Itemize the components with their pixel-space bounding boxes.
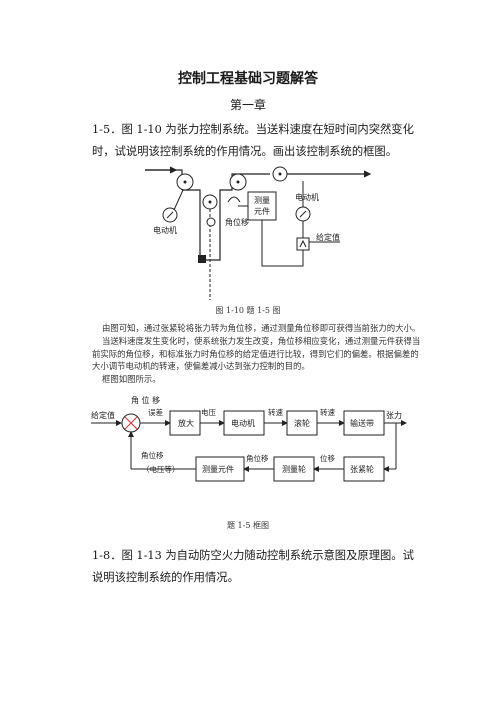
amp-label: 放大: [178, 418, 194, 428]
displacement-label: 位移: [320, 453, 335, 463]
conveyor-label: 输送带: [350, 418, 374, 428]
speed-label-2: 转速: [320, 407, 335, 417]
chapter-heading: 第一章: [229, 98, 266, 112]
top-angle-label: 角 位 移: [131, 395, 160, 405]
angle-disp-label: 角位移: [225, 217, 249, 227]
weight-block: [198, 255, 206, 263]
para-line-2: 当送料速度发生变化时，使系统张力发生改变，角位移相应变化，通过测量元件获得当前实…: [92, 335, 421, 372]
comparator-box: [296, 237, 310, 251]
left-motor-label: 电动机: [153, 225, 177, 235]
measure-label-2: 元件: [254, 206, 270, 216]
roller-label: 滚轮: [294, 418, 310, 428]
roller-block: [286, 410, 318, 436]
angle-mid-label: 角位移: [246, 453, 269, 463]
conveyor-block: [343, 410, 385, 436]
error-label: 误差: [148, 407, 163, 417]
explanation-paragraph: 由图可知，通过张紧轮将张力转为角位移，通过测量角位移即可获得当前张力的大小。 当…: [92, 322, 422, 386]
tension-control-figure: 电动机 角位移 测量 元件 电动机 给定值: [145, 166, 372, 300]
right-motor-label: 电动机: [295, 192, 319, 202]
motor-label: 电动机: [231, 418, 255, 428]
measure-wheel-label: 测量轮: [282, 464, 306, 474]
setpoint-input-label: 给定值: [91, 410, 115, 420]
measure-element-label: 测量元件: [202, 464, 234, 474]
measure-label-1: 测量: [254, 196, 270, 205]
question-1-8: 1-8．图 1-13 为自动防空火力随动控制系统示意图及原理图。试说明该控制系统…: [92, 549, 414, 584]
tension-wheel-block: [343, 456, 385, 482]
document-title: 控制工程基础习题解答: [178, 71, 318, 87]
question-1-5: 1-5．图 1-10 为张力控制系统。当送料速度在短时间内突然变化时，试说明该控…: [92, 123, 414, 158]
measure-element-block: [195, 456, 245, 482]
block-diagram: 角 位 移 给定值 误差 放大 电压 电动机 转速 滚轮 转速 输送带 张力 张…: [91, 395, 407, 482]
voltage-label: 电压: [201, 407, 216, 417]
tension-output-label: 张力: [386, 410, 402, 420]
measure-element-box: [247, 191, 277, 221]
para-line-3: 框图如图所示。: [102, 374, 161, 385]
para-line-1: 由图可知，通过张紧轮将张力转为角位移，通过测量角位移即可获得当前张力的大小。: [102, 323, 421, 333]
speed-label-1: 转速: [268, 407, 283, 417]
figure-1-10-caption: 图 1-10 题 1-5 图: [215, 306, 281, 315]
measure-wheel-block: [273, 456, 315, 482]
block-diagram-caption: 题 1-5 框图: [227, 521, 269, 530]
setpoint-label: 给定值: [316, 232, 340, 242]
angle-feedback-label: 角位移: [141, 450, 164, 460]
motor-block: [223, 410, 265, 436]
tension-wheel-label: 张紧轮: [350, 464, 374, 474]
